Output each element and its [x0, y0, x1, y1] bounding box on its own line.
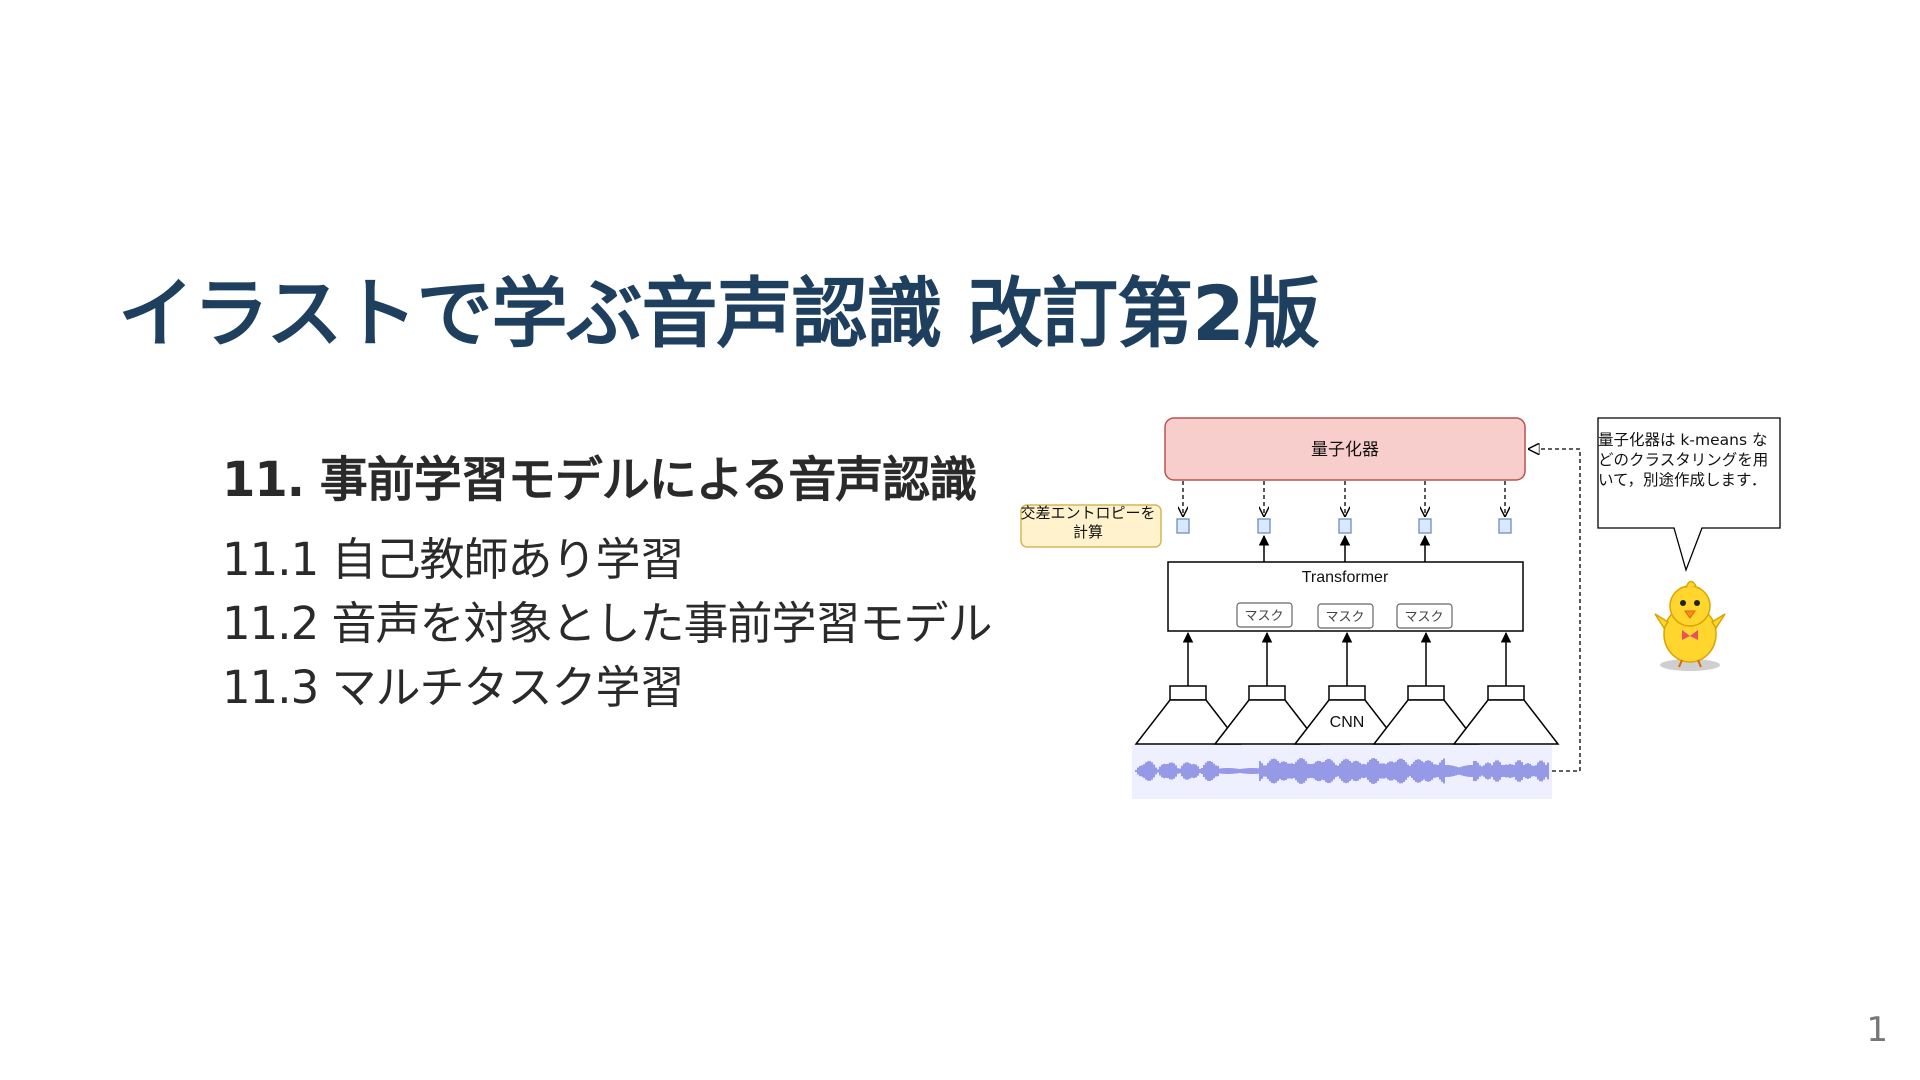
chapter-heading: 11. 事前学習モデルによる音声認識: [222, 452, 977, 508]
cnn-encoder: [1134, 685, 1560, 745]
toc-item-11-1: 11.1 自己教師あり学習: [222, 532, 685, 586]
transformer-label: Transformer: [1302, 569, 1389, 586]
speech-waveform: [1135, 758, 1549, 784]
chick-mascot-icon: [1654, 580, 1726, 671]
quantizer-output-arrows: [1183, 481, 1505, 516]
target-tokens: [1176, 518, 1512, 534]
mask-label: マスク: [1325, 609, 1364, 624]
quantizer-box: [1164, 417, 1526, 481]
target-token: [1257, 518, 1271, 534]
cnn-label: CNN: [1330, 714, 1365, 731]
target-token: [1498, 518, 1512, 534]
mask-box: [1396, 603, 1453, 629]
mask-label: マスク: [1244, 608, 1283, 623]
mask-box: [1236, 602, 1293, 628]
mask-box: [1317, 603, 1374, 629]
target-token: [1338, 518, 1352, 534]
callout-text: 量子化器は k-means などのクラスタリングを用いて，別途作成します．: [1598, 431, 1769, 489]
table-of-contents: 11. 事前学習モデルによる音声認識 11.1 自己教師あり学習 11.2 音声…: [222, 452, 993, 720]
target-token: [1176, 518, 1190, 534]
transformer-output-arrows: [1258, 534, 1431, 562]
mask-label: マスク: [1404, 609, 1443, 624]
slide-title: イラストで学ぶ音声認識 改訂第2版: [118, 269, 1320, 358]
cnn-output-arrows: [1182, 631, 1512, 686]
target-token: [1418, 518, 1432, 534]
page-number: 1: [1866, 1010, 1888, 1050]
cross-entropy-label: 交差エントロピーを計算: [1020, 504, 1156, 541]
waveform-to-quantizer-arrow: [1529, 449, 1581, 772]
toc-item-11-3: 11.3 マルチタスク学習: [222, 660, 685, 714]
cross-entropy-box: [1020, 504, 1162, 548]
callout-bubble: [1597, 417, 1781, 573]
quantizer-label: 量子化器: [1311, 440, 1379, 459]
toc-item-11-2: 11.2 音声を対象とした事前学習モデル: [222, 596, 993, 650]
